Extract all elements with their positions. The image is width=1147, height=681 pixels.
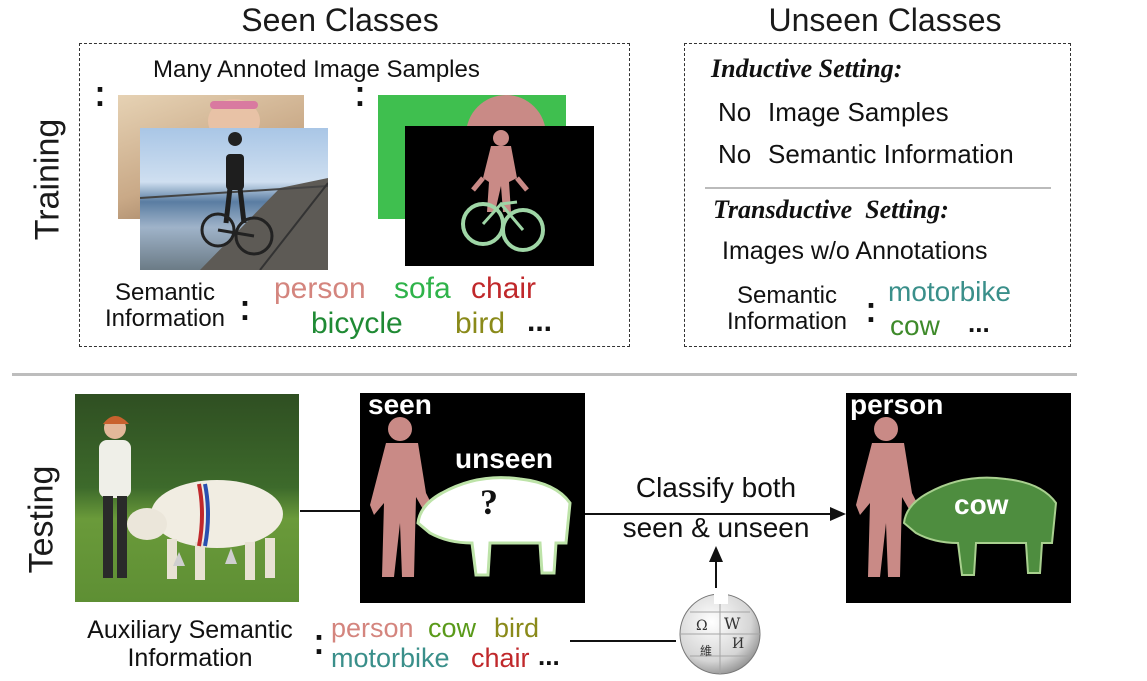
aux-class-cow: cow [428,613,477,643]
setting-divider [705,187,1051,189]
semantic-info-label-seen: Semantic Information [100,280,230,332]
no-label-1: No [718,97,752,127]
transductive-setting-title: Transductive Setting: [713,195,949,224]
aux-line1: Auxiliary Semantic [87,616,293,644]
stack-dots-right: ⁚ [355,82,365,112]
unseen-ellipsis: ... [968,308,990,338]
result-mask: person cow [846,393,1071,603]
mask-bike-svg [461,130,545,252]
result-mask-svg [856,417,1058,577]
no-label-2: No [718,139,752,169]
aux-class-chair: chair [471,643,530,673]
seen-classes-title: Seen Classes [241,2,439,38]
semantic-colon-seen: ⁚ [240,296,250,326]
unseen-classes-title: Unseen Classes [768,2,1002,38]
semantic-colon-unseen: ⁚ [866,298,876,328]
test-photo-svg [99,416,283,580]
aux-ellipsis: ... [538,641,560,671]
wikipedia-globe-icon: Ω W И 維 [676,588,764,676]
class-sofa: sofa [394,272,451,305]
front-photo-bicycle [140,128,328,270]
semantic-line1: Semantic [114,279,216,306]
test-photo-cow [75,394,299,602]
images-wo-annotations: Images w/o Annotations [722,237,988,265]
aux-line2: Information [127,644,253,672]
seen-tag: seen [368,393,432,420]
class-cow: cow [890,310,940,341]
front-mask-bicycle [405,126,594,266]
unseen-tag: unseen [455,443,554,474]
aux-colon: ⁚ [314,630,324,660]
globe-glyph-cjk: 維 [700,644,713,658]
unseen-classes-box [684,43,1071,347]
pier-scene-svg [140,132,328,270]
classify-label: Classify both seen & unseen [606,468,826,548]
semantic-line1-unseen: Semantic [736,282,838,309]
class-motorbike: motorbike [888,276,1011,307]
seen-ellipsis: ... [527,305,553,338]
training-side-label: Training [28,118,67,241]
stack-dots-left: ⁚ [95,82,105,112]
question-mark: ? [480,482,498,522]
girl-headband [210,101,258,109]
globe-glyph-i: И [732,636,745,652]
aux-class-person: person [331,613,414,643]
aux-class-motorbike: motorbike [331,643,450,673]
testing-side-label: Testing [22,465,61,574]
globe-glyph-omega: Ω [696,618,708,634]
class-bicycle: bicycle [311,307,403,340]
classify-line1: Classify both [635,472,797,503]
seen-classes-box [79,43,630,347]
aux-semantic-label: Auxiliary Semantic Information [70,616,310,672]
section-separator [12,373,1077,376]
classify-line2: seen & unseen [622,512,810,543]
aux-class-bird: bird [494,613,540,643]
class-person: person [274,272,366,305]
semantic-line2-unseen: Information [726,308,848,335]
class-chair: chair [471,272,537,305]
semantic-line2: Information [104,305,226,332]
person-tag: person [850,393,944,420]
semantic-info-label-unseen: Semantic Information [712,283,862,335]
many-samples-label: Many Annoted Image Samples [153,56,480,83]
cow-tag: cow [954,489,1009,520]
globe-glyph-w: W [724,614,741,633]
query-mask-svg [370,417,572,577]
no-image-samples: Image Samples [768,97,949,127]
query-mask: seen unseen ? [360,393,585,603]
inductive-setting-title: Inductive Setting: [711,54,903,83]
class-bird: bird [455,307,506,340]
no-semantic-info: Semantic Information [768,139,1014,169]
